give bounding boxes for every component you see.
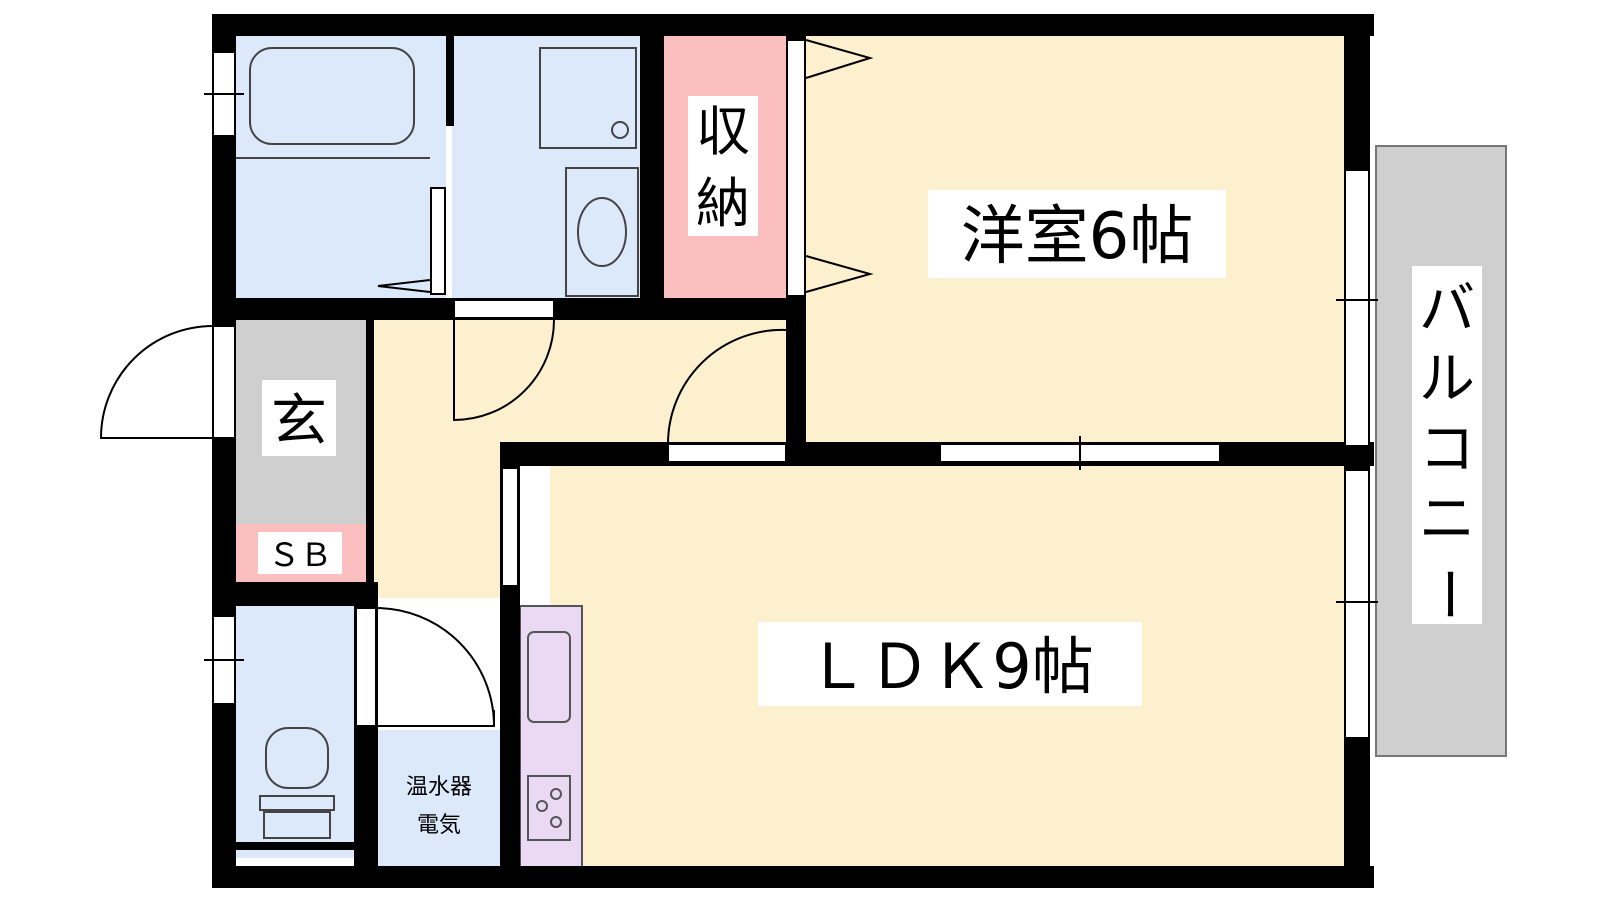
stove-icon [527, 775, 571, 841]
entrance-door-opening [212, 325, 236, 439]
shoe-box-label-bg [258, 532, 342, 574]
toilet-tank-icon [259, 795, 335, 811]
water-heater-label-2: 電気 [417, 813, 461, 838]
storage-label-2: 納 [696, 172, 750, 235]
kitchen-opening [501, 467, 519, 587]
burner-icon [550, 816, 562, 828]
hallway-floor [366, 320, 786, 466]
closet-door-opening [786, 39, 806, 297]
sink-icon [577, 197, 627, 267]
balcony-label-2: ル [1419, 347, 1475, 412]
burner-icon [536, 800, 548, 812]
ldk-window [1344, 469, 1370, 739]
bathroom-floor [236, 36, 446, 298]
ldk-label: ＬＤＫ9帖 [806, 630, 1093, 703]
kitchen-sink-icon [527, 631, 571, 723]
storage-label-1: 収 [696, 100, 750, 163]
entrance-label: 玄 [271, 389, 327, 454]
western-room-window [1344, 169, 1370, 447]
storage-label-bg [688, 96, 758, 236]
ldk-door-opening [667, 443, 787, 463]
water-heater-floor [378, 730, 500, 866]
washing-machine-icon [539, 47, 637, 149]
window-ticks [204, 93, 1378, 661]
bathtub-icon [249, 47, 415, 145]
balcony-label-bg [1412, 266, 1482, 624]
toilet-bowl-icon [265, 727, 329, 789]
toilet-floor [236, 606, 354, 858]
entrance-label-bg [262, 380, 336, 456]
balcony-label-4: ニ [1419, 487, 1475, 552]
burner-icon [550, 788, 562, 800]
drain-icon [611, 121, 629, 139]
bath-door-opening [430, 187, 446, 295]
kitchen-counter [519, 605, 583, 869]
toilet-base-icon [263, 811, 331, 839]
door-swings [99, 39, 874, 727]
hallway-floor-lower [366, 466, 500, 598]
western-room-label: 洋室6帖 [961, 200, 1194, 274]
vanity-icon [565, 167, 639, 297]
western-room-label-bg [928, 190, 1226, 278]
ldk-label-bg [758, 622, 1142, 706]
washroom-door-opening [453, 299, 555, 319]
toilet-door-opening [355, 607, 377, 727]
shoe-box-label: ＳＢ [268, 536, 332, 574]
balcony-label-1: バ [1419, 277, 1475, 342]
balcony-label-5: ー [1415, 566, 1480, 622]
balcony-label-3: コ [1419, 417, 1475, 482]
water-heater-label-1: 温水器 [406, 775, 472, 800]
